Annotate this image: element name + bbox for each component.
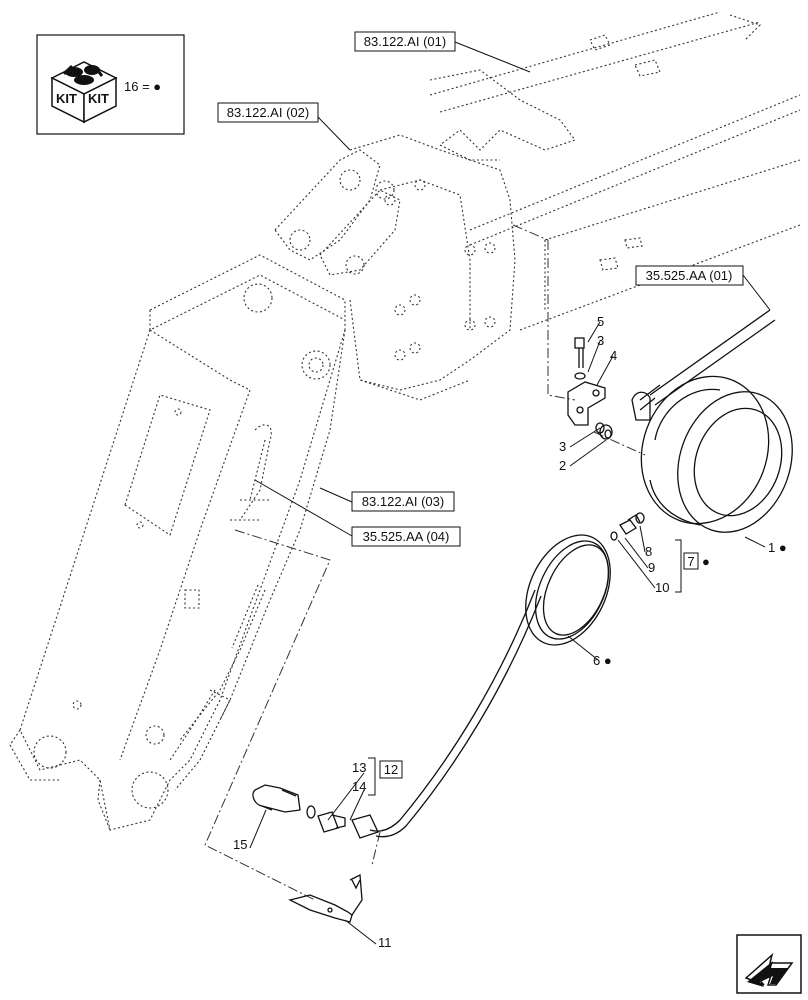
ref-35525aa-01[interactable]: 35.525.AA (01) bbox=[635, 265, 744, 286]
kit-box-icon bbox=[50, 61, 118, 124]
callout-2: 2 bbox=[559, 458, 566, 473]
callout-15: 15 bbox=[233, 837, 247, 852]
callout-7: 7 bbox=[687, 554, 694, 569]
svg-text:35.525.AA (04): 35.525.AA (04) bbox=[363, 529, 450, 544]
callout-6: 6 ● bbox=[593, 653, 612, 668]
kit-text-right: KIT bbox=[88, 91, 109, 106]
group-bracket-7: 7 ● bbox=[675, 539, 710, 593]
clamp-part-11 bbox=[288, 873, 363, 923]
kit-legend-text: 16 = ● bbox=[124, 79, 161, 94]
ref-83122ai-01[interactable]: 83.122.AI (01) bbox=[354, 31, 456, 52]
leader-lines bbox=[249, 41, 771, 945]
boom-structure bbox=[9, 11, 801, 831]
callout-4: 4 bbox=[610, 348, 617, 363]
callout-numbers: 5 3 4 3 2 1 ● 8 9 10 6 ● 13 14 15 11 bbox=[233, 314, 787, 950]
ref-83122ai-03[interactable]: 83.122.AI (03) bbox=[351, 491, 455, 512]
callout-5: 5 bbox=[597, 314, 604, 329]
ref-35525aa-04[interactable]: 35.525.AA (04) bbox=[351, 526, 461, 547]
svg-text:83.122.AI (02): 83.122.AI (02) bbox=[227, 105, 309, 120]
callout-12: 12 bbox=[384, 762, 398, 777]
svg-text:35.525.AA (01): 35.525.AA (01) bbox=[646, 268, 733, 283]
callout-7-dot: ● bbox=[702, 554, 710, 569]
bracket-part-4 bbox=[567, 381, 606, 426]
bolt-part-5 bbox=[574, 337, 585, 368]
fitting-parts-8-9-10 bbox=[610, 512, 645, 541]
hose-reel-part-1 bbox=[631, 375, 793, 533]
callout-3-bottom: 3 bbox=[559, 439, 566, 454]
kit-text-left: KIT bbox=[56, 91, 77, 106]
assembly-lines bbox=[204, 224, 646, 901]
next-page-arrow-icon[interactable] bbox=[736, 934, 802, 994]
group-bracket-12: 12 bbox=[368, 757, 403, 796]
callout-1: 1 ● bbox=[768, 540, 787, 555]
callout-10: 10 bbox=[655, 580, 669, 595]
ref-83122ai-02[interactable]: 83.122.AI (02) bbox=[217, 102, 319, 123]
kit-legend: KIT KIT 16 = ● bbox=[36, 34, 185, 135]
callout-13: 13 bbox=[352, 760, 366, 775]
coiled-hose-part-6 bbox=[369, 534, 611, 838]
reference-boxes: 83.122.AI (01) 83.122.AI (02) 35.525.AA … bbox=[217, 31, 744, 547]
callout-14: 14 bbox=[352, 779, 366, 794]
parts bbox=[252, 309, 793, 923]
callout-11: 11 bbox=[378, 935, 392, 950]
svg-text:83.122.AI (01): 83.122.AI (01) bbox=[364, 34, 446, 49]
callout-8: 8 bbox=[645, 544, 652, 559]
coupler-parts-13-14-15 bbox=[252, 784, 379, 839]
callout-9: 9 bbox=[648, 560, 655, 575]
callout-3-top: 3 bbox=[597, 333, 604, 348]
nut-part-2 bbox=[599, 424, 613, 440]
svg-text:83.122.AI (03): 83.122.AI (03) bbox=[362, 494, 444, 509]
washer-part-3-top bbox=[574, 372, 586, 380]
